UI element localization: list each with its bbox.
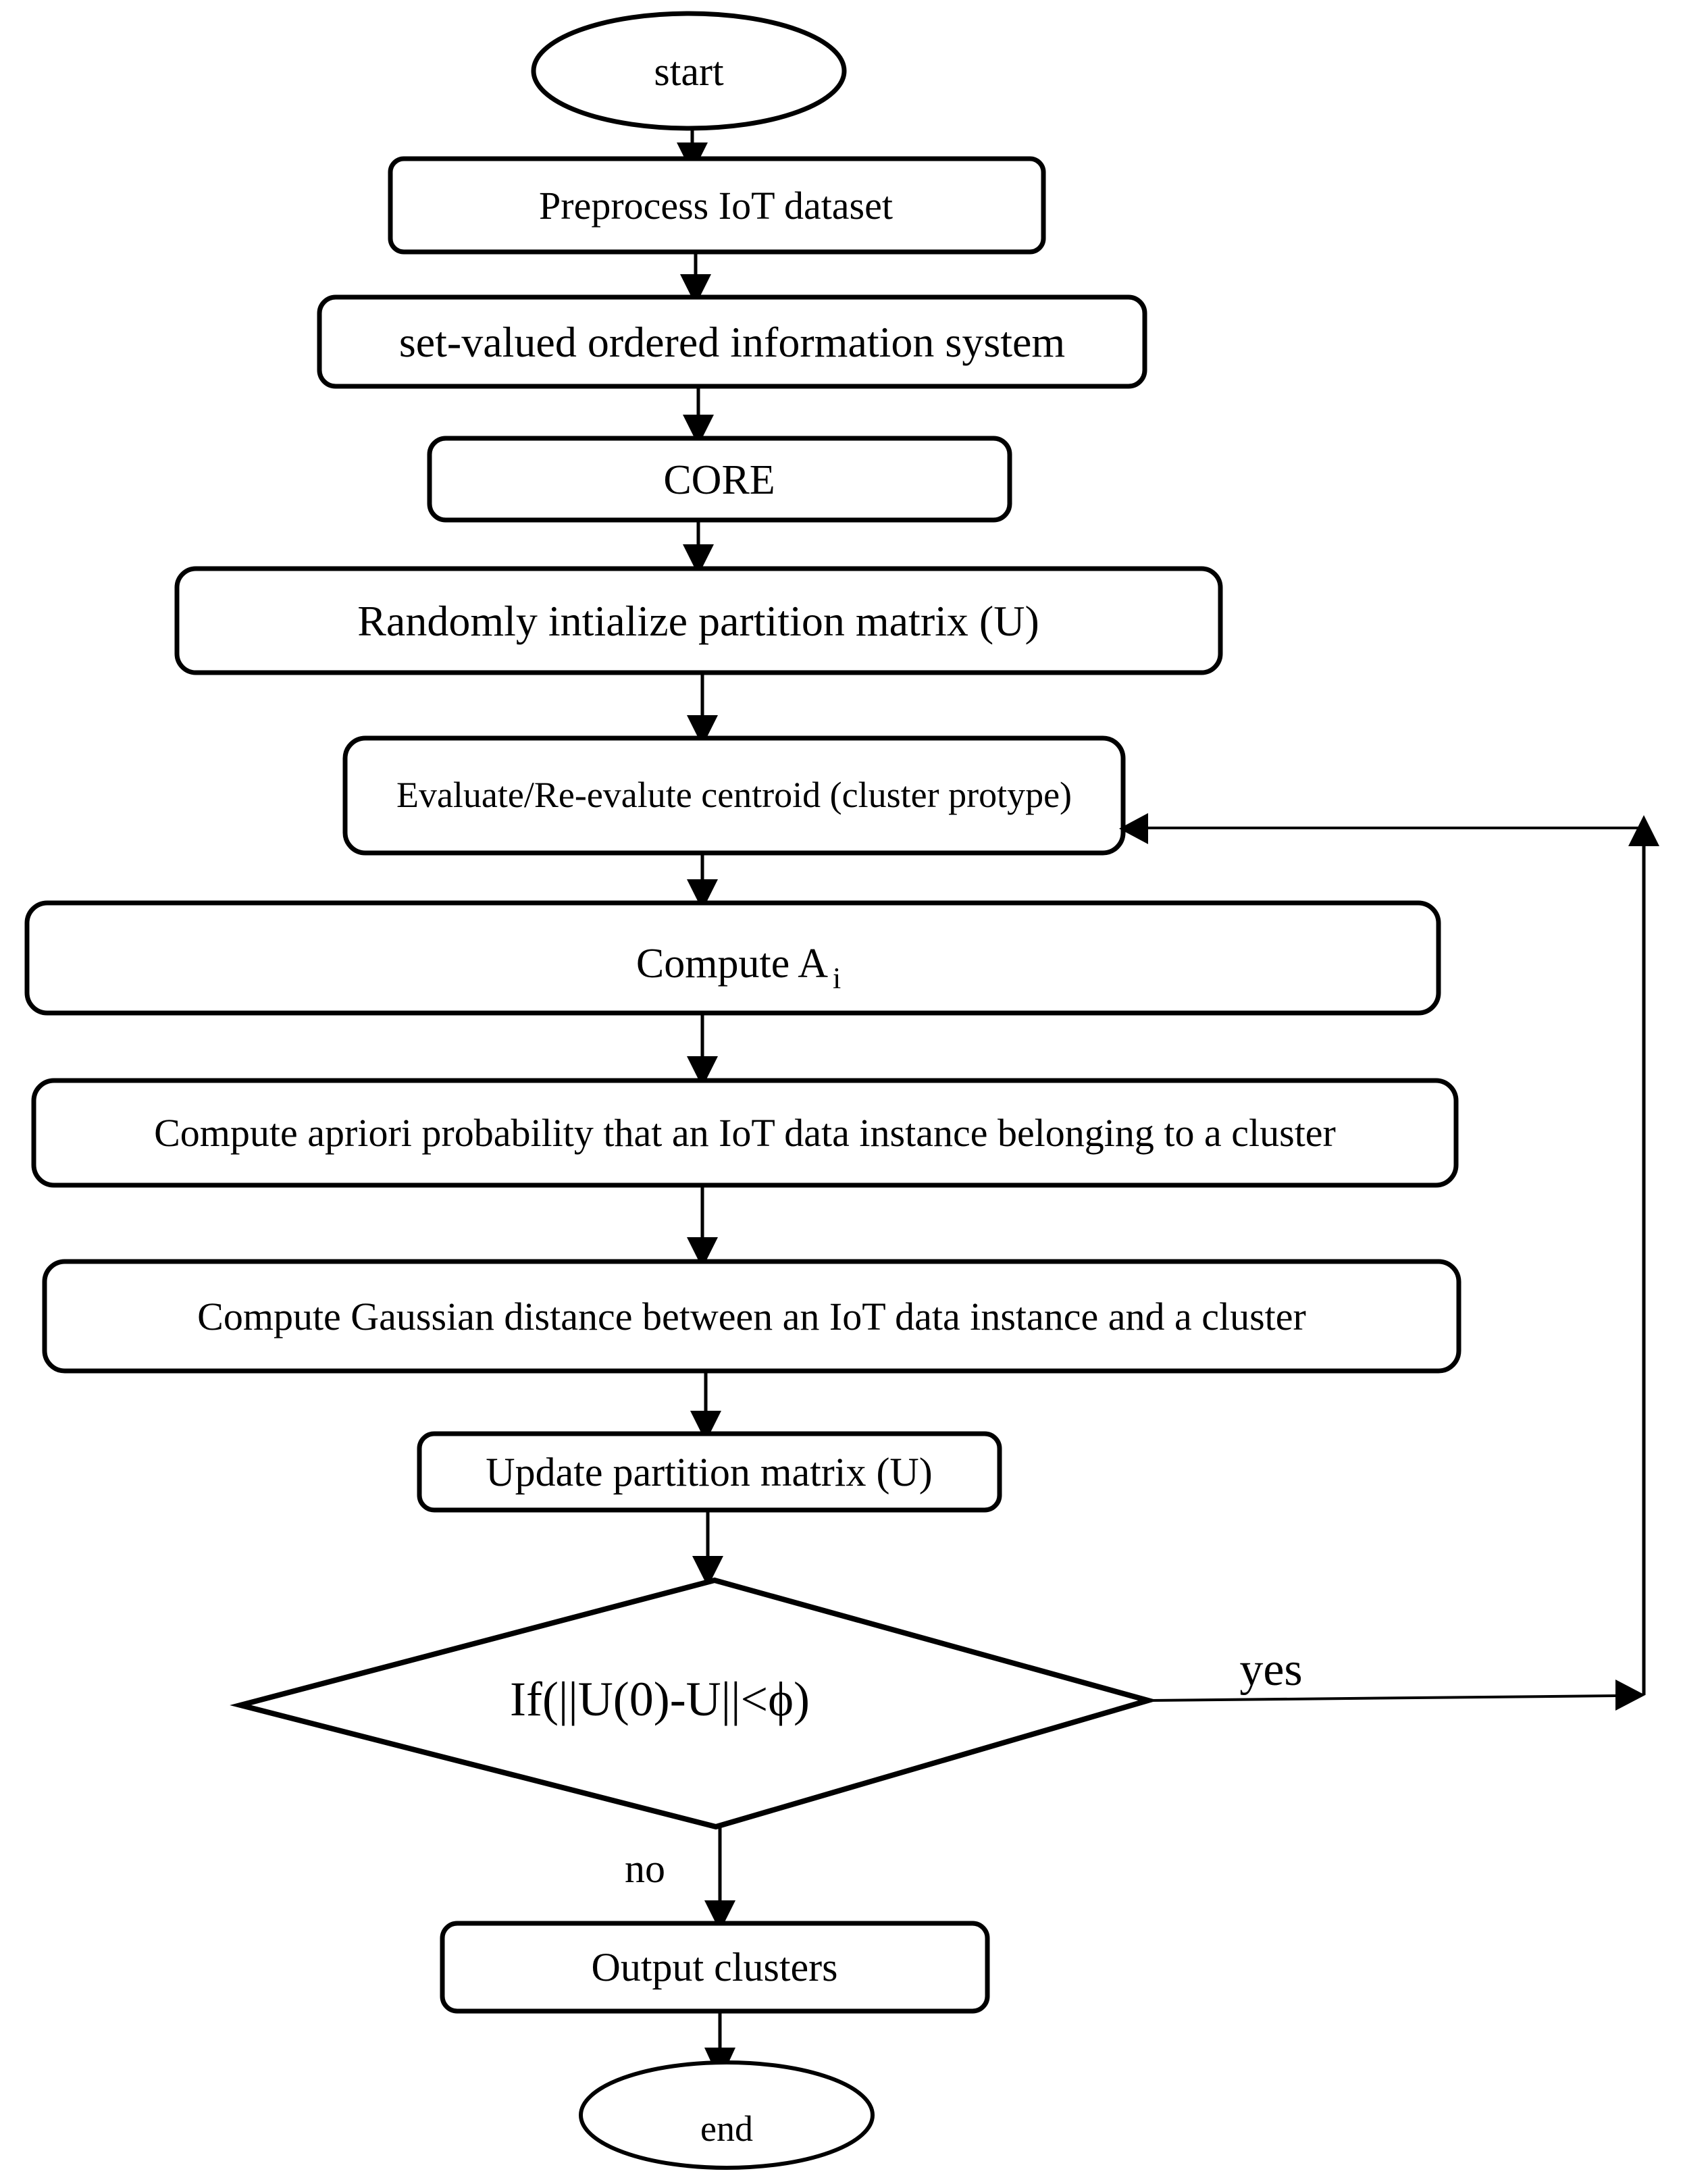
gaussian-box [42,1259,1461,1374]
arrow-evaluate-computea [687,853,718,910]
yes-edge-horizontal [1149,1680,1645,1711]
arrow-apriori-gaussian [687,1185,718,1268]
end-label: end [700,2108,753,2149]
start-label: start [654,49,724,94]
apriori-label: Compute apriori probability that an IoT … [154,1111,1336,1155]
yes-edge-label: yes [1239,1644,1302,1696]
preprocess-box [388,156,1046,255]
arrow-update-decision [692,1510,723,1587]
output-label: Output clusters [592,1945,838,1990]
core-box [427,436,1012,523]
compute-a-subscript: i [833,962,841,995]
arrow-core-init [683,520,714,575]
compute-a-box [24,900,1441,1016]
decision-label: If(||U(0)-U||<ϕ) [510,1672,810,1726]
svois-label: set-valued ordered information system [399,318,1065,366]
decision-diamond [230,1577,1158,1830]
arrow-gaussian-update [690,1371,721,1442]
init-matrix-label: Randomly intialize partition matrix (U) [357,597,1039,645]
feedback-into-evaluate [1119,813,1644,844]
arrow-computea-apriori [687,1013,718,1087]
arrow-init-evaluate [687,673,718,746]
compute-a-label: Compute A [636,941,828,987]
update-label: Update partition matrix (U) [486,1450,932,1494]
apriori-box [31,1078,1459,1188]
start-terminator [531,11,847,131]
arrow-svois-core [683,386,714,446]
no-edge-label: no [625,1846,665,1891]
output-box [440,1921,990,2014]
svois-box [317,294,1147,389]
end-terminator [579,2060,875,2170]
evaluate-label: Evaluate/Re-evalute centroid (cluster pr… [396,775,1072,815]
no-edge [704,1827,735,1931]
core-label: CORE [663,457,775,503]
init-matrix-box [174,566,1223,675]
gaussian-label: Compute Gaussian distance between an IoT… [197,1295,1306,1338]
arrow-preprocess-svois [680,252,711,305]
evaluate-box [342,735,1126,856]
preprocess-label: Preprocess IoT dataset [539,184,893,228]
feedback-vertical-line [1628,815,1659,1695]
